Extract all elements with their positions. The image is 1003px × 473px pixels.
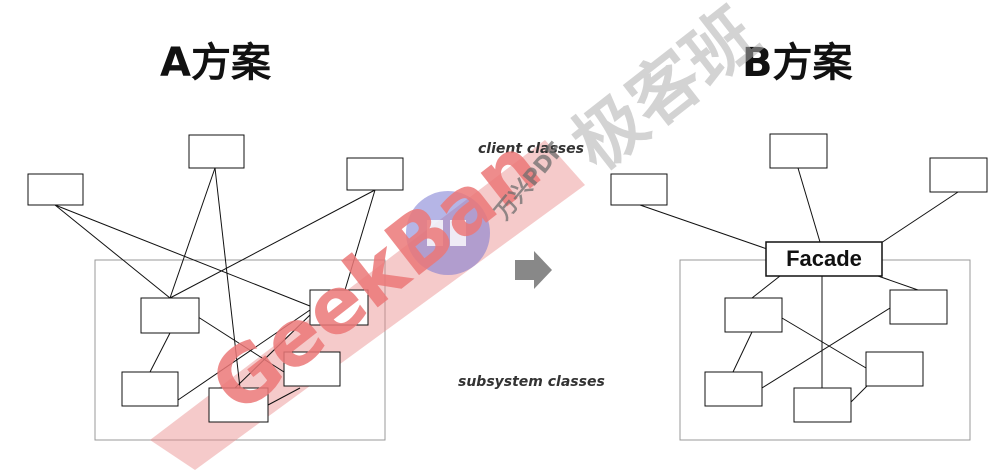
- right-client-box-3: [929, 157, 988, 193]
- right-subsystem-box-2: [889, 289, 948, 325]
- right-client-box-1: [610, 173, 668, 206]
- facade-box: [765, 241, 883, 277]
- arrow-right-icon: [515, 251, 552, 289]
- scheme-b-title: B方案: [742, 40, 853, 86]
- client-classes-label: client classes: [478, 141, 584, 157]
- left-subsystem-box-2: [309, 289, 369, 326]
- left-client-box-1: [27, 173, 84, 206]
- left-subsystem-box-4: [283, 351, 341, 387]
- watermark-logo-mark-2: [450, 220, 466, 246]
- facade-label: Facade: [786, 246, 862, 271]
- left-connections: [54, 167, 376, 406]
- left-subsystem-box-1: [140, 297, 200, 334]
- watermark-logo-circle: [406, 191, 490, 275]
- right-client-box-2: [769, 133, 828, 169]
- subsystem-classes-label: subsystem classes: [458, 374, 605, 390]
- left-client-box-2: [188, 134, 245, 169]
- scheme-a-title: A方案: [160, 40, 271, 86]
- right-subsystem-box-4: [865, 351, 924, 387]
- right-subsystem-box-3: [704, 371, 763, 407]
- watermark-logo-mark: [427, 220, 443, 246]
- left-client-box-3: [346, 157, 404, 191]
- left-subsystem-box-3: [121, 371, 179, 407]
- left-subsystem-frame: [94, 259, 386, 441]
- left-subsystem-box-5: [208, 387, 269, 423]
- right-subsystem-box-5: [793, 387, 852, 423]
- right-subsystem-box-1: [724, 297, 783, 333]
